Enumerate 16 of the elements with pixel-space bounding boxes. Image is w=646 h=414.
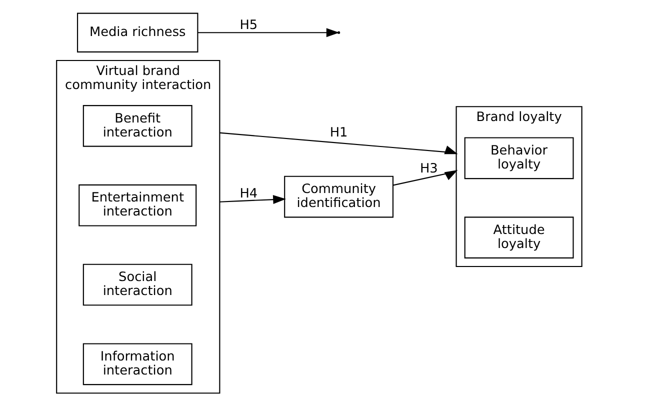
edge-label: H3 — [419, 161, 438, 176]
node-box: Community identification — [284, 175, 394, 218]
arrow — [219, 194, 286, 204]
edge-label: H5 — [239, 17, 258, 32]
edge-label: H1 — [329, 124, 348, 140]
node-box: Information interaction — [82, 342, 192, 385]
node-box: Attitude loyalty — [464, 216, 574, 258]
node-box: Entertainment interaction — [78, 184, 196, 226]
node-box: Social interaction — [82, 263, 192, 306]
node-box: Media richness — [76, 12, 198, 52]
arrow — [219, 132, 458, 154]
arrow — [197, 28, 339, 37]
edge-label: H4 — [239, 186, 258, 201]
node-box: Behavior loyalty — [464, 136, 574, 179]
arrow — [392, 170, 458, 186]
node-box: Benefit interaction — [82, 104, 192, 146]
